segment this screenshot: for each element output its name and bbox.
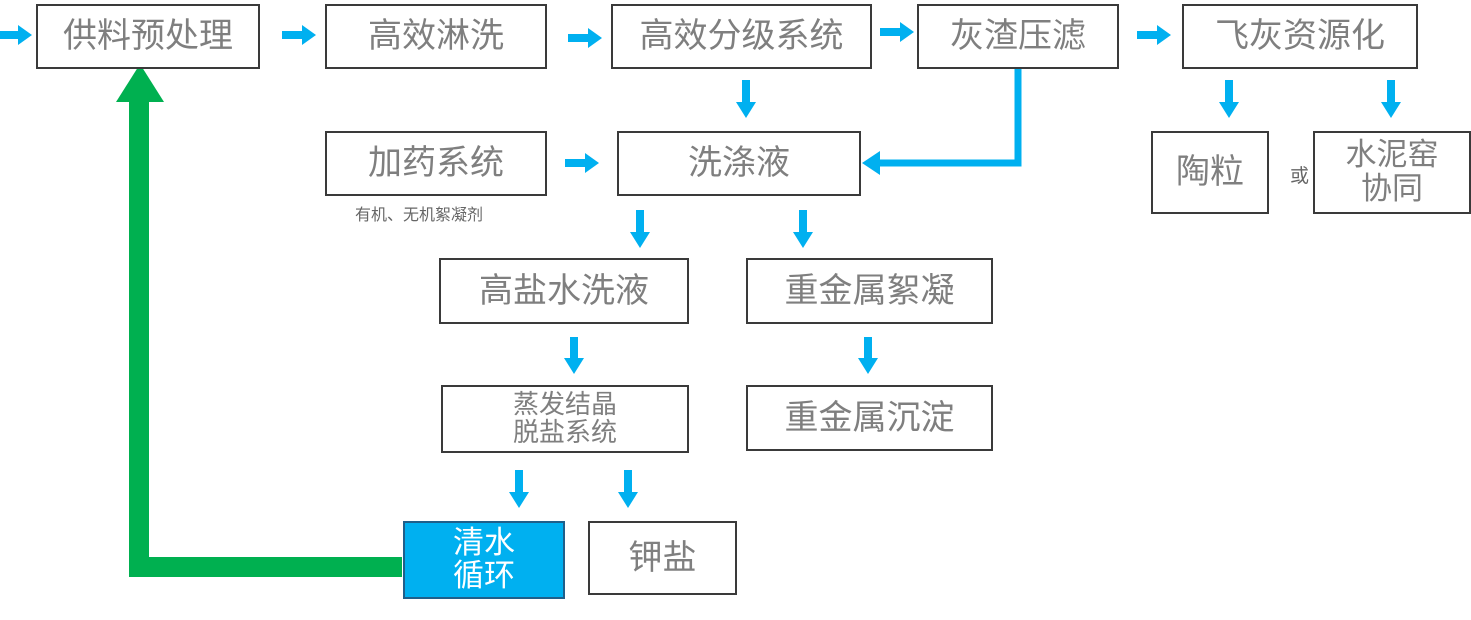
node-wash-liquid: 洗涤液 bbox=[617, 131, 861, 196]
node-slag-filter: 灰渣压滤 bbox=[917, 4, 1119, 69]
arrow-flyash-cement bbox=[1381, 80, 1401, 118]
arrow-pretreat-wash bbox=[282, 25, 316, 45]
node-label-line1: 清水 bbox=[453, 524, 515, 561]
node-label-line1: 水泥窑 bbox=[1345, 137, 1439, 174]
node-evap-desalt: 蒸发结晶 脱盐系统 bbox=[441, 385, 689, 453]
node-label: 高效淋洗 bbox=[368, 16, 504, 57]
arrow-filter-flyash bbox=[1137, 25, 1171, 45]
node-label-line2: 脱盐系统 bbox=[512, 418, 617, 448]
node-dosing: 加药系统 bbox=[325, 131, 547, 196]
node-wash: 高效淋洗 bbox=[325, 4, 547, 69]
arrow-wash-classify bbox=[568, 28, 602, 48]
node-label: 钾盐 bbox=[628, 537, 697, 578]
node-hm-floc: 重金属絮凝 bbox=[746, 258, 993, 324]
arrow-classify-liquid bbox=[736, 80, 756, 118]
node-classify: 高效分级系统 bbox=[611, 4, 872, 69]
node-feed-pretreat: 供料预处理 bbox=[36, 4, 260, 69]
node-label: 供料预处理 bbox=[63, 16, 233, 57]
dosing-note: 有机、无机絮凝剂 bbox=[355, 205, 484, 224]
node-potassium: 钾盐 bbox=[588, 521, 737, 595]
arrow-flyash-ceramsite bbox=[1219, 80, 1239, 118]
node-label-line2: 协同 bbox=[1361, 170, 1423, 207]
node-hm-precip: 重金属沉淀 bbox=[746, 385, 993, 451]
node-label: 重金属沉淀 bbox=[784, 397, 955, 438]
node-label: 洗涤液 bbox=[688, 143, 790, 184]
arrow-water-recycle bbox=[116, 64, 402, 577]
node-label-line1: 蒸发结晶 bbox=[512, 389, 617, 420]
arrow-entry bbox=[0, 25, 32, 45]
arrow-salt-evap bbox=[564, 337, 584, 374]
node-label: 灰渣压滤 bbox=[950, 16, 1086, 57]
arrow-dosing-liquid bbox=[565, 153, 599, 173]
node-flyash-reuse: 飞灰资源化 bbox=[1182, 4, 1418, 69]
node-cement-kiln: 水泥窑 协同 bbox=[1313, 131, 1471, 214]
node-label: 飞灰资源化 bbox=[1215, 16, 1385, 57]
node-ceramsite: 陶粒 bbox=[1151, 131, 1269, 214]
node-label: 重金属絮凝 bbox=[784, 270, 955, 311]
node-label: 高盐水洗液 bbox=[479, 270, 649, 311]
or-label: 或 bbox=[1290, 165, 1310, 187]
node-water-recycle: 清水 循环 bbox=[403, 521, 565, 599]
arrow-liquid-salt bbox=[630, 210, 650, 248]
node-label-line2: 循环 bbox=[453, 558, 515, 594]
arrow-evap-potassium bbox=[618, 470, 638, 508]
node-label: 加药系统 bbox=[368, 143, 504, 184]
node-label: 高效分级系统 bbox=[639, 16, 844, 57]
arrow-filter-liquid-return bbox=[862, 68, 1022, 175]
node-salt-wash: 高盐水洗液 bbox=[439, 258, 689, 324]
node-label: 陶粒 bbox=[1176, 152, 1244, 193]
arrow-evap-water bbox=[509, 470, 529, 508]
arrow-classify-filter bbox=[880, 22, 914, 42]
arrow-floc-precip bbox=[858, 337, 878, 374]
arrow-liquid-floc bbox=[793, 210, 813, 248]
